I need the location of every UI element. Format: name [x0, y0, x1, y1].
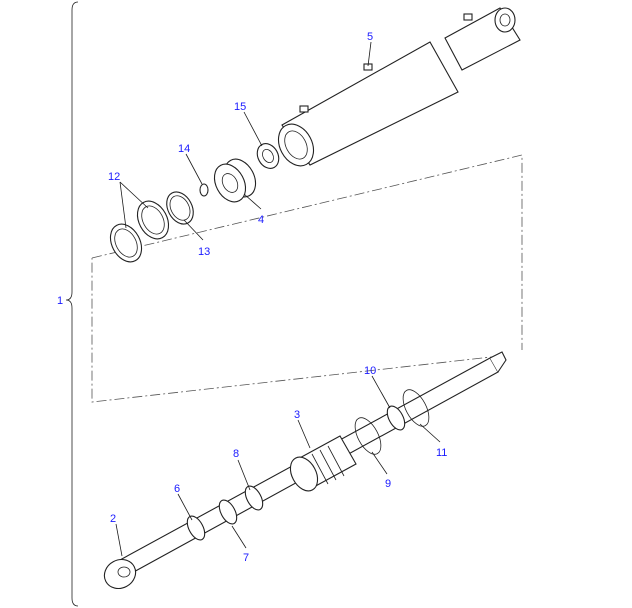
callout-5: 5 — [367, 31, 373, 43]
callout-6: 6 — [174, 483, 180, 495]
callout-10: 10 — [364, 365, 376, 377]
callout-15: 15 — [234, 101, 246, 113]
group-outline — [91, 154, 523, 403]
bush-12 — [109, 200, 170, 263]
callout-3: 3 — [294, 409, 300, 421]
o-ring-14 — [199, 183, 209, 197]
callout-2: 2 — [110, 513, 116, 525]
callout-9: 9 — [385, 478, 391, 490]
callout-1: 1 — [57, 295, 63, 307]
gland — [289, 435, 357, 492]
callout-7: 7 — [243, 552, 249, 564]
assembly-bracket — [65, 1, 79, 607]
leader-lines — [115, 41, 441, 557]
seal-ring-15 — [256, 143, 280, 169]
callout-8: 8 — [233, 448, 239, 460]
callout-11: 11 — [436, 447, 447, 459]
callout-14: 14 — [178, 143, 190, 155]
piston — [213, 158, 257, 203]
callout-13: 13 — [198, 246, 210, 258]
callout-12: 12 — [108, 171, 120, 183]
callout-4: 4 — [258, 214, 264, 226]
cylinder-barrel — [277, 7, 521, 167]
rod-rings — [186, 389, 430, 541]
seal-13 — [166, 191, 194, 225]
